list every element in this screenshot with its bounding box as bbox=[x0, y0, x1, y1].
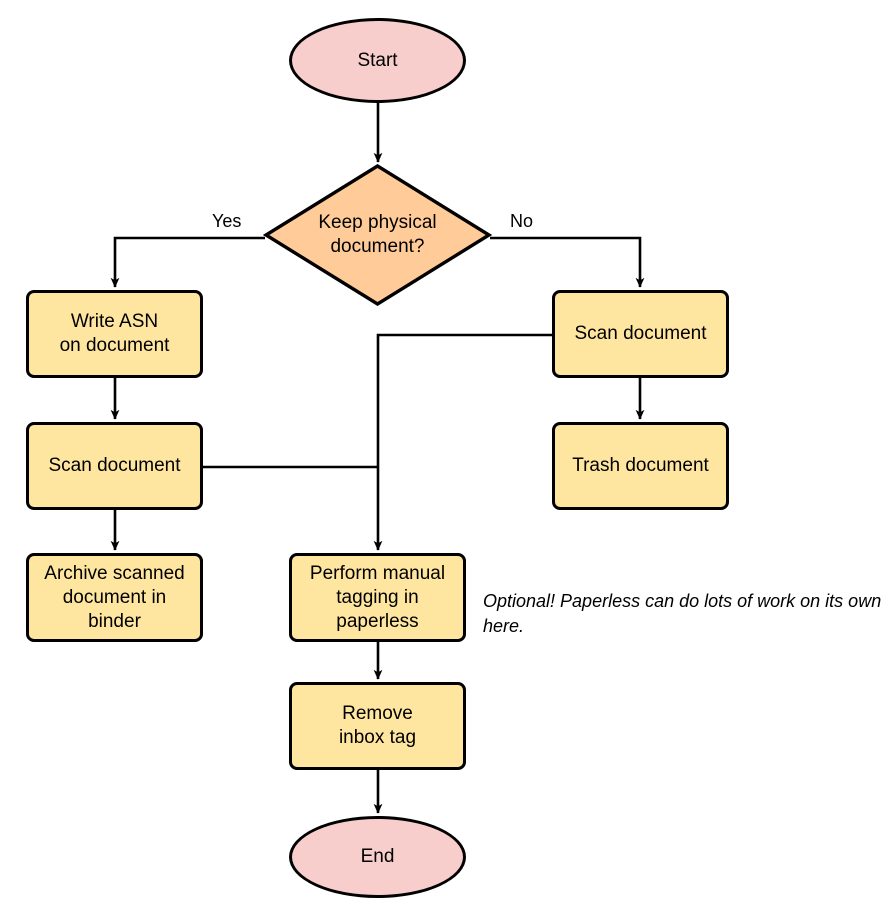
node-scan-document-left[interactable]: Scan document bbox=[26, 422, 203, 510]
annotation-optional-note: Optional! Paperless can do lots of work … bbox=[483, 591, 882, 636]
node-archive-scanned-document-in-binder[interactable]: Archive scanned document in binder bbox=[26, 553, 203, 642]
node-scan-document-right-label: Scan document bbox=[574, 323, 707, 344]
node-keep-physical-document[interactable]: Keep physical document? bbox=[263, 163, 492, 307]
node-write-asn-on-document[interactable]: Write ASN on document bbox=[26, 290, 203, 378]
node-scan-document-left-label: Scan document bbox=[48, 455, 181, 476]
node-keep-physical-document-label: Keep physical document? bbox=[318, 212, 437, 257]
node-end-label: End bbox=[360, 846, 395, 867]
node-start[interactable]: Start bbox=[289, 18, 466, 103]
edge-label-yes: Yes bbox=[210, 211, 244, 231]
node-end[interactable]: End bbox=[289, 816, 466, 898]
diamond-shape bbox=[263, 164, 492, 306]
node-start-label: Start bbox=[357, 49, 398, 71]
node-perform-manual-tagging-label: Perform manual tagging in paperless bbox=[309, 562, 446, 632]
node-scan-document-right[interactable]: Scan document bbox=[552, 290, 729, 378]
node-write-asn-on-document-label: Write ASN on document bbox=[59, 311, 170, 356]
edge-no-to-scan-right bbox=[490, 236, 645, 288]
node-remove-inbox-tag[interactable]: Remove inbox tag bbox=[289, 682, 466, 770]
edge-label-no: No bbox=[508, 211, 536, 231]
node-perform-manual-tagging[interactable]: Perform manual tagging in paperless bbox=[289, 553, 466, 642]
edge-scan-right-to-manual-tagging bbox=[373, 333, 552, 551]
node-remove-inbox-tag-label: Remove inbox tag bbox=[338, 703, 417, 748]
node-trash-document-label: Trash document bbox=[572, 455, 709, 476]
node-trash-document[interactable]: Trash document bbox=[552, 422, 729, 510]
edge-yes-to-write-asn bbox=[110, 236, 265, 288]
node-archive-scanned-document-in-binder-label: Archive scanned document in binder bbox=[44, 562, 185, 632]
